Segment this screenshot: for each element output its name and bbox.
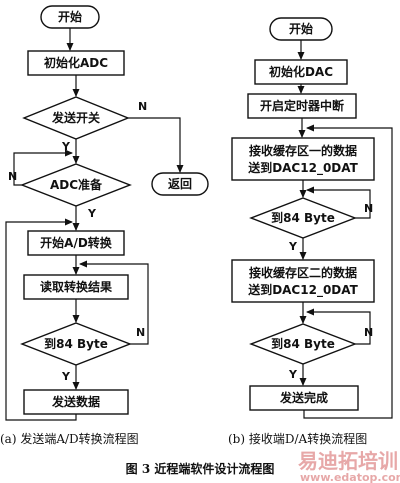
- left-loop-back-connector: [5, 218, 77, 421]
- left-connector: [13, 149, 73, 186]
- right-buffer1-line1: 接收缓存区一的数据: [249, 143, 357, 158]
- right-84-byte-a-no-label: N: [364, 202, 373, 215]
- left-send-switch-label: 发送开关: [51, 110, 100, 125]
- left-init-adc-box: [27, 50, 125, 76]
- left-flowchart: 开始 初始化ADC 发送开关 N Y 返回 ADC准备 N Y 开始A/D转换 …: [0, 5, 209, 446]
- left-send-data-label: 发送数据: [51, 394, 100, 409]
- left-start-ad-label: 开始A/D转换: [40, 235, 113, 250]
- left-init-adc-label: 初始化ADC: [44, 55, 108, 70]
- left-read-result-label: 读取转换结果: [40, 279, 112, 294]
- right-84-byte-b-yes-label: Y: [288, 368, 298, 381]
- watermark-logo: 易迪拓培训 www.edatop.com: [298, 449, 400, 483]
- right-init-dac-label: 初始化DAC: [269, 64, 333, 79]
- right-84-byte-b-no-label: N: [364, 326, 373, 339]
- right-start-label: 开始: [289, 21, 313, 36]
- watermark-line1: 易迪拓培训: [298, 449, 398, 473]
- left-adc-ready-label: ADC准备: [50, 177, 103, 192]
- right-84-byte-a-label: 到84 Byte: [271, 210, 335, 225]
- right-send-done-box: [249, 385, 359, 411]
- right-buffer2-line1: 接收缓存区二的数据: [249, 265, 357, 280]
- left-send-switch-yes-label: Y: [61, 140, 71, 153]
- right-buffer2-line2: 送到DAC12_0DAT: [247, 282, 358, 298]
- right-84-byte-b-label: 到84 Byte: [271, 336, 335, 351]
- left-start-label: 开始: [58, 9, 82, 24]
- left-return-terminal: [151, 172, 209, 196]
- left-send-switch-no-label: N: [138, 100, 147, 113]
- watermark-line2: www.edatop.com: [300, 471, 400, 483]
- right-caption: (b) 接收端D/A转换流程图: [228, 431, 367, 446]
- left-send-data-box: [23, 389, 129, 415]
- left-adc-ready-yes-label: Y: [87, 207, 97, 220]
- right-connector: [306, 186, 371, 219]
- left-84-byte-yes-label: Y: [61, 370, 71, 383]
- right-connector: [306, 308, 371, 345]
- right-send-done-label: 发送完成: [279, 390, 328, 405]
- right-timer-int-box: [247, 93, 357, 119]
- left-84-byte-no-label: N: [136, 326, 145, 339]
- right-flowchart: 开始 初始化DAC 开启定时器中断 接收缓存区一的数据 送到DAC12_0DAT…: [228, 17, 393, 446]
- left-connector: [79, 260, 149, 345]
- left-return-label: 返回: [168, 176, 192, 191]
- right-timer-int-label: 开启定时器中断: [260, 98, 344, 113]
- right-84-byte-a-yes-label: Y: [288, 240, 298, 253]
- left-84-byte-label: 到84 Byte: [44, 336, 108, 351]
- right-loop-back-connector: [303, 124, 393, 419]
- left-caption: (a) 发送端A/D转换流程图: [0, 431, 139, 446]
- right-buffer1-line2: 送到DAC12_0DAT: [247, 160, 358, 176]
- figure-title: 图 3 近程端软件设计流程图: [126, 461, 275, 476]
- left-adc-ready-no-label: N: [8, 170, 17, 183]
- left-connector: [128, 117, 184, 173]
